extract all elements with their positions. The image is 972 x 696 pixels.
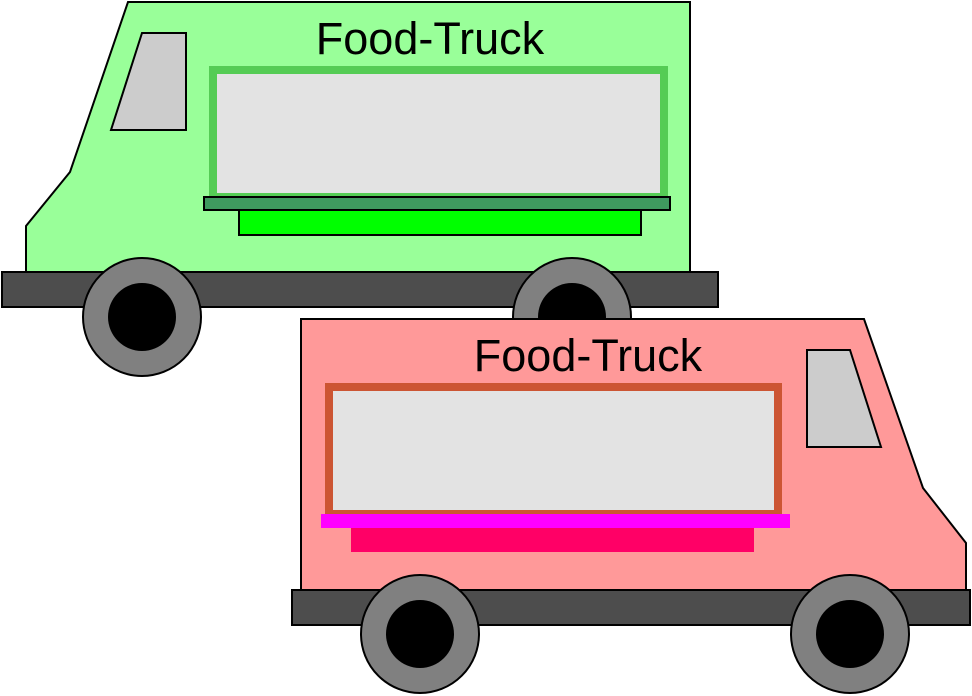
red-truck-cab-window: [806, 349, 883, 448]
red-truck-counter: [321, 514, 790, 528]
green-truck-cab-window: [109, 32, 187, 131]
hub-icon: [816, 600, 884, 668]
red-truck-front-wheel: [790, 574, 910, 694]
green-truck-serving-window: [209, 66, 668, 201]
red-truck-rear-wheel: [360, 574, 480, 694]
hub-icon: [386, 600, 454, 668]
hub-icon: [108, 283, 176, 351]
green-food-truck: Food-Truck: [1, 0, 719, 377]
red-truck-label: Food-Truck: [474, 330, 703, 381]
green-truck-counter: [203, 196, 671, 211]
red-food-truck: Food-Truck: [291, 318, 971, 694]
green-truck-front-wheel: [82, 257, 202, 377]
green-truck-shelf: [238, 209, 642, 236]
red-truck-shelf: [351, 528, 754, 552]
green-truck-label: Food-Truck: [316, 13, 545, 64]
red-truck-serving-window: [325, 383, 782, 518]
